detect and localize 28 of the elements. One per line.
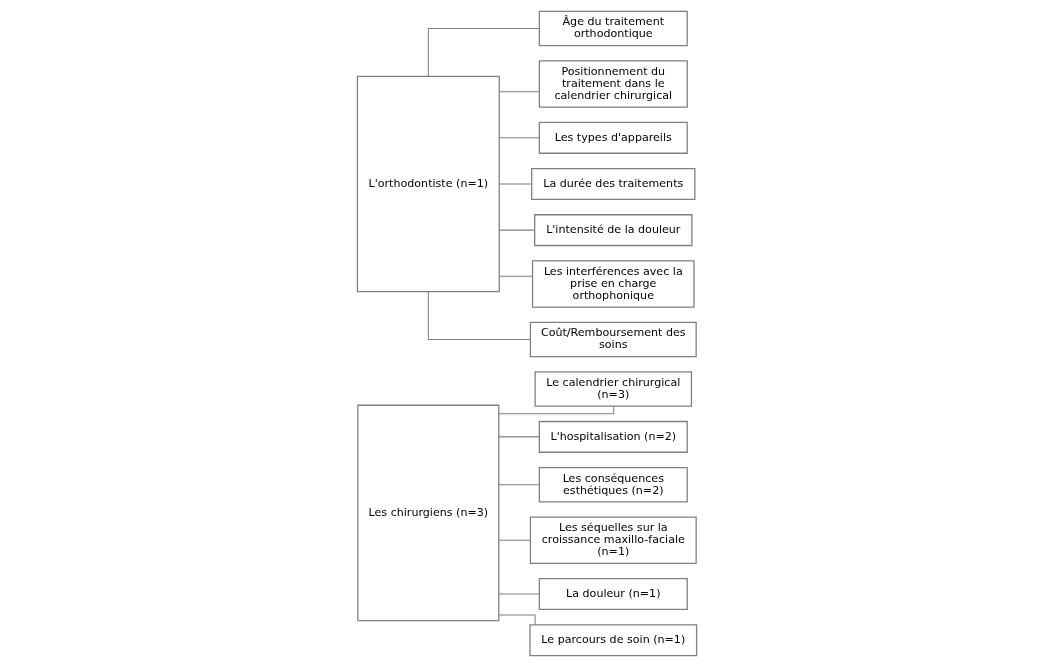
connector (498, 484, 540, 486)
connector (427, 291, 531, 340)
node-box: Âge du traitement orthodontique (538, 10, 688, 47)
node-box: Les chirurgiens (n=3) (356, 404, 499, 622)
node-box: Les séquelles sur la croissance maxillo-faciale (n=1) (529, 516, 697, 564)
node-box: Coût/Remboursement des soins (529, 321, 697, 358)
connector (498, 229, 535, 231)
node-box: Les types d'appareils (538, 121, 688, 154)
node-box: Le calendrier chirurgical (n=3) (534, 371, 692, 407)
connector (497, 614, 536, 626)
connector (497, 405, 614, 415)
connector (498, 275, 533, 277)
connector (498, 593, 540, 595)
node-box: L'hospitalisation (n=2) (538, 420, 688, 453)
connector (498, 539, 531, 541)
node-box: L'orthodontiste (n=1) (356, 75, 500, 293)
connector (498, 137, 540, 139)
node-box: Positionnement du traitement dans le calendrier chirurgical (538, 60, 688, 108)
node-box: Les interférences avec la prise en charge orthophonique (531, 260, 695, 308)
node-box: La douleur (n=1) (538, 578, 688, 611)
node-box: L'intensité de la douleur (533, 214, 692, 247)
node-box: Les conséquences esthétiques (n=2) (538, 467, 688, 503)
connector (427, 28, 540, 77)
connector (498, 91, 540, 93)
connector (498, 183, 532, 185)
node-box: La durée des traitements (530, 168, 695, 200)
node-box: Le parcours de soin (n=1) (528, 624, 697, 657)
connector (498, 436, 540, 438)
